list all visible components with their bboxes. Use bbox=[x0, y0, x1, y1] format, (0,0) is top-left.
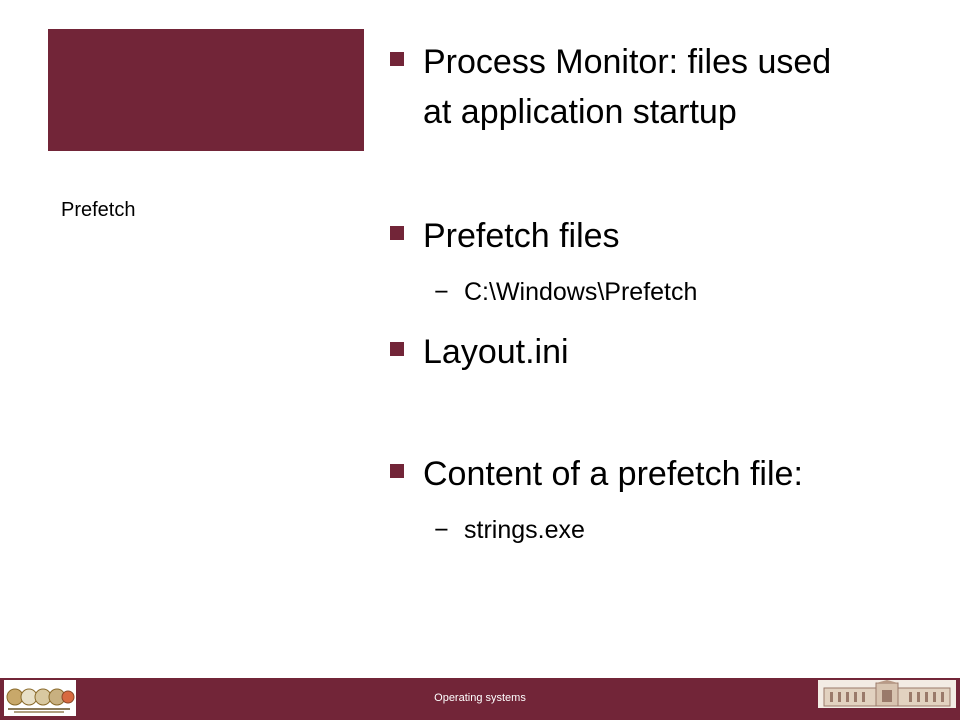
bullet-text: Content of a prefetch file: bbox=[423, 455, 803, 493]
bullet-text-line1: Process Monitor: files used bbox=[423, 43, 832, 81]
square-bullet-icon bbox=[390, 464, 404, 478]
dash-icon: − bbox=[434, 278, 449, 306]
square-bullet-icon bbox=[390, 342, 404, 356]
square-bullet-icon bbox=[390, 52, 404, 66]
square-bullet-icon bbox=[390, 226, 404, 240]
slide-title: Prefetch bbox=[61, 199, 136, 221]
sub-bullet-text: C:\Windows\Prefetch bbox=[464, 278, 698, 306]
title-color-block bbox=[48, 29, 364, 151]
bullet-text: Prefetch files bbox=[423, 217, 620, 255]
ftsrg-logo bbox=[4, 680, 76, 716]
footer-text: Operating systems bbox=[434, 692, 526, 704]
dash-icon: − bbox=[434, 516, 449, 544]
footer-bar: Operating systems bbox=[0, 678, 960, 720]
bullet-text: Layout.ini bbox=[423, 333, 569, 371]
bullet-text-line2: at application startup bbox=[423, 93, 737, 131]
sub-bullet-text: strings.exe bbox=[464, 516, 585, 544]
university-logo bbox=[818, 680, 956, 718]
